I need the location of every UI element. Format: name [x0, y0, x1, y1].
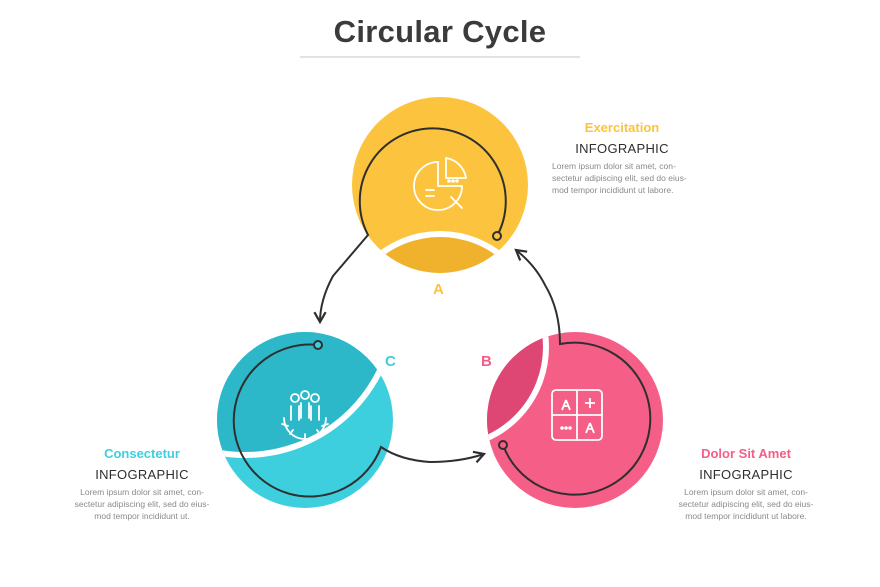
- step-c-subheading: INFOGRAPHIC: [95, 467, 189, 482]
- step-b-subheading: INFOGRAPHIC: [699, 467, 793, 482]
- arrow-a-to-c: [313, 275, 334, 325]
- step-a-inner-loop: [332, 127, 507, 277]
- step-c-text-block: Consectetur INFOGRAPHIC Lorem ipsum dolo…: [62, 446, 222, 522]
- page-title: Circular Cycle: [333, 14, 547, 49]
- step-a-subheading: INFOGRAPHIC: [575, 141, 669, 156]
- step-b-loop-end-dot: [498, 440, 508, 450]
- arrow-b-to-a: [514, 248, 546, 286]
- step-b-description: Lorem ipsum dolor sit amet, con- sectetu…: [678, 487, 814, 521]
- pie-chart-icon: [413, 156, 468, 211]
- step-c-letter: C: [385, 353, 396, 370]
- step-a-loop-end-dot: [492, 231, 502, 241]
- step-a-circle: [352, 97, 528, 273]
- step-c-circle: [217, 332, 393, 508]
- step-c-inner-loop: [232, 343, 431, 498]
- team-gear-icon: [281, 390, 329, 441]
- step-a-letter: A: [433, 281, 444, 298]
- step-a-description: Lorem ipsum dolor sit amet, con- sectetu…: [552, 161, 687, 195]
- title-divider: [300, 56, 580, 58]
- step-b-text-block: Dolor Sit Amet INFOGRAPHIC Lorem ipsum d…: [666, 446, 826, 522]
- step-b-heading: Dolor Sit Amet: [701, 446, 791, 461]
- step-c-description: Lorem ipsum dolor sit amet, con- sectetu…: [74, 487, 210, 521]
- step-b-circle: [487, 332, 663, 508]
- step-c-loop-end-dot: [313, 340, 323, 350]
- puzzle-icon: [551, 389, 603, 441]
- step-b-inner-loop: [502, 284, 652, 496]
- step-a-text-block: Exercitation INFOGRAPHIC Lorem ipsum dol…: [552, 120, 702, 196]
- step-a-heading: Exercitation: [584, 120, 660, 135]
- step-c-heading: Consectetur: [104, 446, 180, 461]
- step-b-letter: B: [481, 353, 492, 370]
- arrow-c-to-b: [429, 450, 487, 464]
